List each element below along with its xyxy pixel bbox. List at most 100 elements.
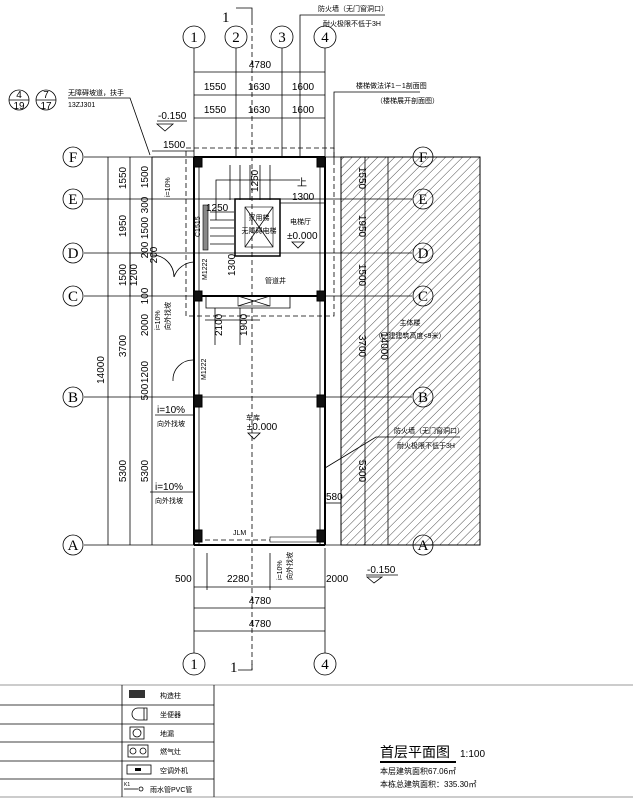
axis-label: 4 bbox=[321, 657, 329, 673]
detail-ref: 19 bbox=[13, 101, 25, 112]
gas-stove-icon bbox=[127, 744, 149, 758]
section-mark: 1 bbox=[222, 10, 230, 26]
slope-label: 向外找坡 bbox=[157, 419, 185, 428]
slope-label: i=10% bbox=[277, 560, 284, 580]
dim-text: 3700 bbox=[356, 335, 367, 358]
column bbox=[193, 290, 203, 302]
level-mark: -0.150 bbox=[158, 111, 187, 122]
legend-label: 地漏 bbox=[160, 729, 174, 738]
room-label: 车库 bbox=[246, 413, 260, 422]
dim-text: 300 bbox=[140, 196, 151, 213]
dim-text: 500 bbox=[175, 574, 192, 585]
dim-text: 1550 bbox=[118, 166, 129, 189]
elevator-label: 无障碍电梯 bbox=[242, 226, 277, 235]
axis-label: F bbox=[69, 150, 77, 166]
column bbox=[193, 529, 203, 543]
section-mark: 1 bbox=[230, 660, 238, 676]
dim-text: 1550 bbox=[356, 167, 367, 190]
axis-label: 3 bbox=[278, 30, 286, 46]
dim-text: 1550 bbox=[204, 105, 227, 116]
level-mark: -0.150 bbox=[367, 565, 396, 576]
stair-note: （楼梯展开剖面图） bbox=[376, 96, 439, 105]
dim-text: 2280 bbox=[227, 574, 250, 585]
slope-label: i=10% bbox=[155, 482, 183, 493]
dim-text: 1250 bbox=[250, 169, 261, 192]
axis-label: E bbox=[68, 192, 77, 208]
dim-text: 14000 bbox=[96, 356, 107, 384]
slope-label: i=10% bbox=[155, 310, 162, 330]
axis-label: B bbox=[68, 390, 78, 406]
axis-label: C bbox=[68, 289, 78, 305]
column bbox=[316, 290, 326, 302]
bottom-dimensions: 500 2280 2000 4780 4780 i=10% 向外找坡 -0.15… bbox=[175, 552, 398, 632]
axis-label: A bbox=[418, 538, 429, 554]
level-mark: ±0.000 bbox=[287, 231, 318, 242]
axis-label: 1 bbox=[190, 30, 198, 46]
dim-text: 3700 bbox=[118, 334, 129, 357]
firewall-note: 耐火极限不低于3H bbox=[397, 441, 455, 450]
door-label: JLM bbox=[233, 530, 246, 537]
dim-text: 1950 bbox=[356, 215, 367, 238]
dim-text: 1500 bbox=[140, 165, 151, 188]
dim-text: 1200 bbox=[140, 360, 151, 383]
detail-ref: 7 bbox=[43, 90, 49, 101]
stair-note: 楼梯做法详1－1剖面图 bbox=[356, 81, 427, 90]
slope-label: i=10% bbox=[165, 177, 172, 197]
legend-table: 构造柱 坐便器 地漏 燃气灶 空调外机 K1 雨水管PVC管 首层平面图 1:1… bbox=[0, 684, 633, 798]
firewall-note: 防火墙（无门窗洞口） bbox=[318, 4, 388, 13]
rain-pipe-icon: K1 bbox=[124, 782, 144, 792]
dim-text: 1950 bbox=[118, 214, 129, 237]
dim-text: 1300 bbox=[227, 253, 238, 276]
top-dimensions: 4780 1550 1630 1600 1550 1630 1600 bbox=[194, 60, 325, 119]
dim-text: 4780 bbox=[249, 619, 272, 630]
left-dimensions: 14000 1550 1950 1500 3700 5300 1500 300 … bbox=[96, 157, 194, 545]
dim-text: 1300 bbox=[292, 192, 315, 203]
walls bbox=[129, 147, 335, 546]
slope-label: 向外找坡 bbox=[163, 302, 172, 330]
dim-text: 1500 bbox=[118, 263, 129, 286]
slope-label: 向外找坡 bbox=[155, 496, 183, 505]
dim-text: 1200 bbox=[129, 263, 140, 286]
axis-label: D bbox=[68, 246, 79, 262]
dim-text: 1600 bbox=[292, 105, 315, 116]
dim-text: 200 bbox=[140, 241, 151, 258]
legend-label: 空调外机 bbox=[160, 766, 188, 775]
dim-text: 5300 bbox=[356, 460, 367, 483]
up-arrow-label: 上 bbox=[297, 177, 307, 189]
legend-label: 雨水管PVC管 bbox=[150, 785, 192, 794]
axis-label: F bbox=[419, 150, 427, 166]
dim-text: 1250 bbox=[206, 203, 229, 214]
legend-label: 坐便器 bbox=[160, 710, 181, 719]
dim-text: 14000 bbox=[378, 332, 389, 360]
detail-ref: 4 bbox=[16, 90, 22, 101]
drawing-title: 首层平面图 bbox=[380, 744, 450, 760]
axis-label: E bbox=[418, 192, 427, 208]
room-label: 电梯厅 bbox=[290, 217, 311, 226]
dim-text: 5300 bbox=[140, 459, 151, 482]
shaft-label: 管道井 bbox=[265, 276, 286, 285]
dim-text: 4780 bbox=[249, 596, 272, 607]
floor-drain-icon bbox=[129, 726, 145, 740]
column bbox=[316, 394, 326, 408]
legend-label: 燃气灶 bbox=[160, 747, 181, 756]
pipe-tag: K1 bbox=[124, 782, 130, 788]
column bbox=[193, 394, 203, 408]
dim-text: 1900 bbox=[239, 313, 250, 336]
door-label: M1222 bbox=[202, 258, 209, 280]
firewall-note: 防火墙（无门窗洞口） bbox=[394, 426, 464, 435]
building-label: 主体楼 bbox=[400, 318, 421, 327]
total-area: 本栋总建筑面积：335.30㎡ bbox=[380, 779, 476, 789]
axis-bubbles: 1 2 3 4 1 4 A B C D E F A B C D E F bbox=[62, 25, 434, 676]
dim-text: 1500 bbox=[163, 140, 186, 151]
dim-text: 500 bbox=[140, 383, 151, 400]
axis-label: A bbox=[68, 538, 79, 554]
door-label: M1222 bbox=[201, 358, 208, 380]
section-line: 1 1 bbox=[222, 7, 253, 676]
firewall-note: 耐火极限不低于3H bbox=[323, 19, 381, 28]
axis-label: D bbox=[418, 246, 429, 262]
dim-text: 1500 bbox=[356, 264, 367, 287]
dim-text: 580 bbox=[326, 492, 343, 503]
drawing-scale: 1:100 bbox=[460, 749, 485, 760]
floor-area: 本层建筑面积67.06㎡ bbox=[380, 766, 456, 776]
